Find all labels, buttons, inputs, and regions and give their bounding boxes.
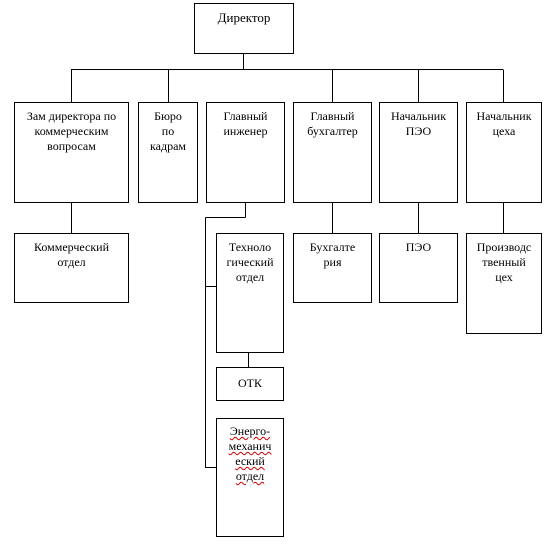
peo-box: ПЭО	[379, 233, 458, 303]
head-workshop-box: Начальник цеха	[466, 102, 542, 203]
deputy-director-commercial-label: Зам директора по коммерческим вопросам	[26, 109, 117, 153]
production-workshop-label: Производс твенный цех	[476, 240, 532, 284]
accounting-label: Бухгалте рия	[309, 240, 356, 269]
tech-dept-label: Техноло гический отдел	[226, 240, 274, 284]
chief-engineer-box: Главный инженер	[206, 102, 285, 203]
hr-bureau-label: Бюро по кадрам	[150, 109, 186, 153]
director-box: Директор	[194, 3, 294, 54]
head-peo-box: Начальник ПЭО	[379, 102, 458, 203]
chief-accountant-box: Главный бухгалтер	[293, 102, 372, 203]
otk-label: ОТК	[238, 376, 262, 390]
commercial-dept-label: Коммерческий отдел	[33, 240, 110, 269]
commercial-dept-box: Коммерческий отдел	[14, 233, 129, 303]
tech-dept-box: Техноло гический отдел	[216, 233, 284, 353]
peo-label: ПЭО	[405, 240, 432, 254]
otk-box: ОТК	[216, 367, 284, 401]
energy-mech-dept-box: Энерго- механич еский отдел	[216, 418, 284, 537]
accounting-box: Бухгалте рия	[293, 233, 372, 303]
director-label: Директор	[217, 10, 271, 25]
chief-engineer-label: Главный инженер	[223, 109, 268, 138]
hr-bureau-box: Бюро по кадрам	[138, 102, 198, 203]
head-peo-label: Начальник ПЭО	[390, 109, 447, 138]
chief-accountant-label: Главный бухгалтер	[307, 109, 358, 138]
head-workshop-label: Начальник цеха	[476, 109, 532, 138]
energy-mech-dept-label: Энерго- механич еский отдел	[228, 424, 272, 483]
production-workshop-box: Производс твенный цех	[466, 233, 542, 334]
deputy-director-commercial-box: Зам директора по коммерческим вопросам	[14, 102, 129, 203]
